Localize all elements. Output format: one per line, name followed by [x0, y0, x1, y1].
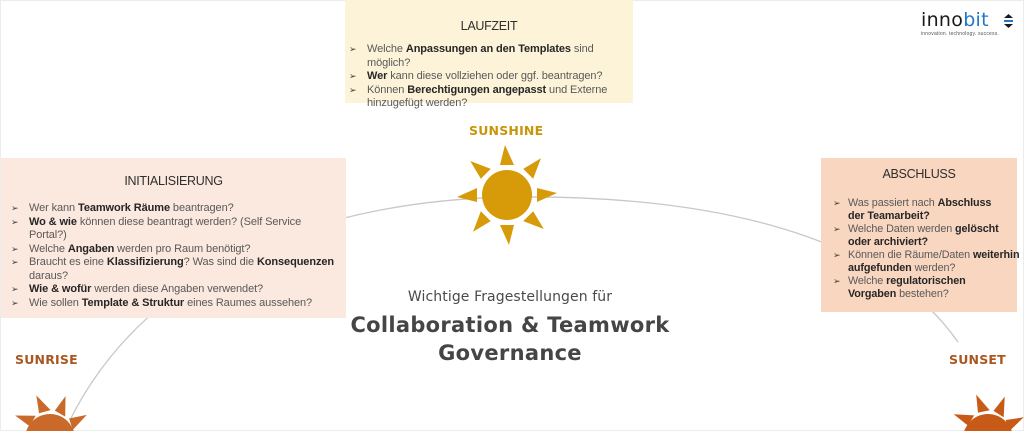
sunset-label: SUNSET — [949, 352, 1006, 367]
question-item: Wo & wie können diese beantragt werden? … — [1, 216, 319, 243]
phase-title: INITIALISIERUNG — [124, 174, 223, 188]
question-list: Was passiert nach Abschluss der Teamarbe… — [821, 197, 1020, 301]
title-subtitle: Wichtige Fragestellungen für — [407, 289, 613, 305]
question-item: Wie sollen Template & Struktur eines Rau… — [1, 297, 336, 311]
question-item: Wer kann diese vollziehen oder ggf. bean… — [345, 70, 633, 84]
innobit-logo: innobit innovation. technology. success. — [921, 10, 1013, 40]
rising-sun-icon — [15, 395, 87, 431]
question-list: Welche Anpassungen an den Templates sind… — [345, 43, 633, 111]
title-line-1: Collaboration & Teamwork — [350, 313, 670, 337]
phase-box-initialisierung: INITIALISIERUNG Wer kann Teamwork Räume … — [1, 158, 346, 318]
logo-arrows-icon — [1004, 14, 1013, 28]
phase-box-laufzeit: LAUFZEIT Welche Anpassungen an den Templ… — [345, 0, 633, 109]
question-item: Welche Daten werden gelöscht oder archiv… — [821, 223, 1008, 249]
question-item: Welche Anpassungen an den Templates sind… — [345, 43, 633, 70]
question-item: Braucht es eine Klassifizierung? Was sin… — [1, 256, 334, 283]
logo-tagline: innovation. technology. success. — [921, 31, 1000, 37]
phase-box-abschluss: ABSCHLUSS Was passiert nach Abschluss de… — [821, 158, 1020, 312]
question-item: Wie & wofür werden diese Angaben verwend… — [1, 283, 336, 297]
question-item: Können die Räume/Daten weiterhin aufgefu… — [821, 249, 1023, 275]
phase-title: LAUFZEIT — [460, 19, 518, 33]
question-item: Welche Angaben werden pro Raum benötigt? — [1, 243, 336, 257]
slide-title: Wichtige Fragestellungen für Collaborati… — [330, 289, 690, 367]
sun-icon — [457, 145, 557, 245]
question-list: Wer kann Teamwork Räume beantragen? Wo &… — [1, 202, 336, 310]
setting-sun-icon — [953, 394, 1024, 431]
question-item: Was passiert nach Abschluss der Teamarbe… — [821, 197, 1008, 223]
sunrise-label: SUNRISE — [15, 352, 78, 367]
logo-wordmark: innobit — [921, 9, 989, 31]
question-item: Wer kann Teamwork Räume beantragen? — [1, 202, 336, 216]
title-line-2: Governance — [438, 341, 582, 365]
phase-title: ABSCHLUSS — [882, 167, 956, 181]
question-item: Können Berechtigungen angepasst und Exte… — [345, 84, 622, 111]
question-item: Welche regulatorischen Vorgaben bestehen… — [821, 275, 998, 301]
sunshine-label: SUNSHINE — [469, 123, 544, 138]
